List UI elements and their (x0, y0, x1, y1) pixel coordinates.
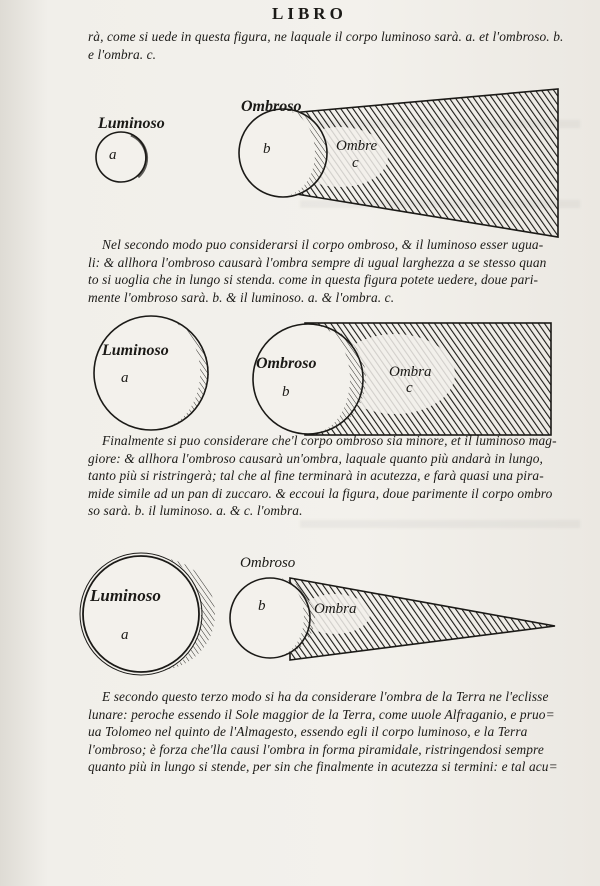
ombra-label: Ombra (314, 601, 357, 617)
show-through (300, 520, 580, 528)
figure-3: Ombroso Luminoso a b Ombra (0, 552, 600, 680)
text-line: tanto più si ristringerà; tal che al fin… (88, 468, 544, 484)
ombroso-label: Ombroso (241, 98, 302, 115)
ombroso-letter: b (282, 384, 290, 400)
ombroso-letter: b (263, 141, 271, 157)
paragraph-4: E secondo questo terzo modo si ha da con… (88, 688, 578, 776)
figure-1-drawing (95, 88, 559, 238)
text-line: lunare: peroche essendo il Sole maggior … (88, 706, 555, 722)
ombra-letter: c (406, 380, 413, 396)
ombra-label: Ombra (389, 364, 432, 380)
text-line: quanto più in lungo si stende, per sin c… (88, 759, 558, 775)
text-line: mide simile ad un pan di zuccaro. & ecco… (88, 485, 553, 501)
running-head: LIBRO (272, 4, 347, 23)
text-line: so sarà. b. il luminoso. a. & c. l'ombra… (88, 503, 303, 519)
ombroso-sphere (238, 108, 328, 198)
figure-1: Luminoso a Ombroso b Ombre c (0, 85, 600, 245)
intro-paragraph: rà, come si uede in questa figura, ne la… (88, 28, 578, 63)
ombroso-label: Ombroso (256, 355, 317, 372)
ombra-label: Ombre (336, 138, 378, 154)
text-line: E secondo questo terzo modo si ha da con… (102, 689, 549, 704)
ombroso-label: Ombroso (240, 555, 296, 571)
ombroso-letter: b (258, 598, 266, 614)
paragraph-3: Finalmente si puo considerare che'l corp… (88, 432, 578, 520)
figure-2: Luminoso a Ombroso b Ombra c (0, 314, 600, 440)
luminoso-label: Luminoso (102, 342, 169, 359)
luminoso-label: Luminoso (90, 586, 161, 605)
luminoso-letter: a (109, 147, 117, 163)
luminoso-label: Luminoso (98, 115, 165, 132)
figure-3-drawing (79, 552, 556, 676)
ombra-letter: c (352, 155, 359, 171)
luminoso-letter: a (121, 370, 129, 386)
shadow-region (290, 89, 558, 237)
text-line: rà, come si uede in questa figura, ne la… (88, 29, 564, 44)
paragraph-2: Nel secondo modo puo considerarsi il cor… (88, 236, 578, 306)
text-line: ua Tolomeo nel quinto de l'Almagesto, es… (88, 724, 528, 740)
text-line: to si uoglia che in lungo si stenda. com… (88, 272, 539, 288)
figure-2-drawing (93, 315, 552, 436)
text-line: e l'ombra. c. (88, 46, 157, 62)
text-line: l'ombroso; è forza che'lla causi l'ombra… (88, 741, 544, 757)
text-line: Nel secondo modo puo considerarsi il cor… (102, 237, 544, 252)
luminoso-sphere (82, 555, 200, 673)
text-line: li: & allhora l'ombroso causarà l'ombra … (88, 254, 547, 270)
text-line: Finalmente si puo considerare che'l corp… (102, 433, 557, 448)
text-line: giore: & allhora l'ombroso causarà un'om… (88, 450, 544, 466)
luminoso-letter: a (121, 627, 129, 643)
text-line: mente l'ombroso sarà. b. & il luminoso. … (88, 289, 395, 305)
